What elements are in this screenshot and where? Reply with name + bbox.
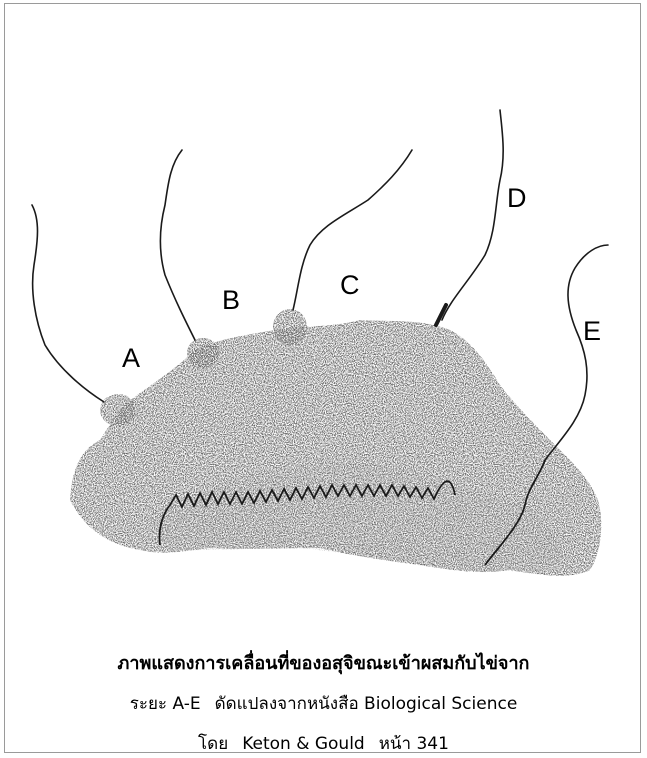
egg-sperm-diagram: A B C D E xyxy=(0,0,647,600)
sperm-tail-e xyxy=(545,245,608,460)
caption-line-1: ภาพแสดงการเคลื่อนที่ของอสุจิขณะเข้าผสมกั… xyxy=(0,648,647,677)
caption-page: หน้า 341 xyxy=(379,734,449,754)
stage-label-a: A xyxy=(122,345,140,372)
sperm-head-a xyxy=(100,394,136,426)
sperm-tail-a xyxy=(32,205,104,402)
caption-source: ดัดแปลงจากหนังสือ Biological Science xyxy=(215,694,518,714)
sperm-tail-d xyxy=(442,110,503,320)
diagram-illustration xyxy=(0,0,647,600)
sperm-tail-b xyxy=(160,150,195,340)
stage-label-c: C xyxy=(340,272,360,299)
sperm-head-c xyxy=(273,309,307,345)
stage-label-d: D xyxy=(507,185,527,212)
sperm-head-b xyxy=(187,338,219,368)
caption-stage-range: ระยะ A-E xyxy=(130,694,201,714)
caption-authors: Keton & Gould xyxy=(242,734,365,754)
stage-label-e: E xyxy=(583,318,601,345)
caption-line-3: โดย Keton & Gould หน้า 341 xyxy=(0,730,647,757)
caption-by: โดย xyxy=(198,734,228,754)
stage-label-b: B xyxy=(222,287,240,314)
caption-line-2: ระยะ A-E ดัดแปลงจากหนังสือ Biological Sci… xyxy=(0,690,647,717)
